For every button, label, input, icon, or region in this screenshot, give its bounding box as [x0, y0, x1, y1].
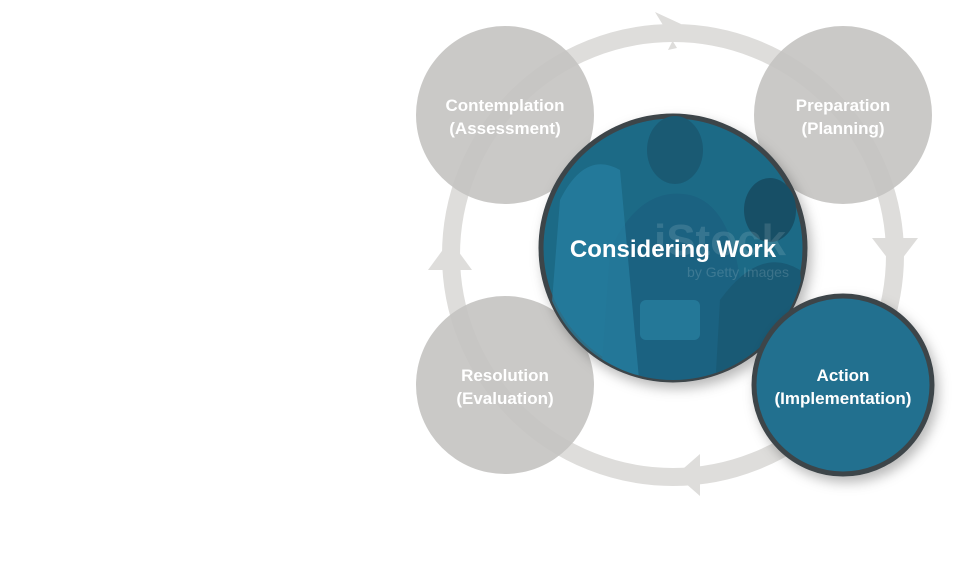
stage-contemplation-title: Contemplation [446, 96, 565, 115]
cycle-arrow-right-icon [872, 238, 918, 268]
watermark-caption: by Getty Images [687, 264, 789, 280]
cycle-arrow-bottom-icon [676, 454, 700, 496]
cycle-arrow-top-icon [655, 12, 681, 50]
stage-resolution[interactable]: Resolution (Evaluation) [416, 296, 594, 474]
stage-action-title: Action [817, 366, 870, 385]
center-circle[interactable]: iStock by Getty Images Considering Work [538, 113, 810, 390]
stage-action-subtitle: (Implementation) [775, 389, 912, 408]
cycle-arrow-left-icon [428, 240, 472, 270]
stage-resolution-subtitle: (Evaluation) [456, 389, 553, 408]
stage-contemplation-subtitle: (Assessment) [449, 119, 561, 138]
stage-preparation[interactable]: Preparation (Planning) [754, 26, 932, 204]
center-label: Considering Work [570, 236, 777, 263]
watermark-brand: iStock [654, 216, 787, 265]
stage-resolution-title: Resolution [461, 366, 549, 385]
stage-preparation-subtitle: (Planning) [801, 119, 884, 138]
stage-action[interactable]: Action (Implementation) [751, 293, 935, 477]
center-photo: iStock by Getty Images [545, 116, 805, 380]
stage-preparation-title: Preparation [796, 96, 890, 115]
stage-contemplation[interactable]: Contemplation (Assessment) [416, 26, 594, 204]
